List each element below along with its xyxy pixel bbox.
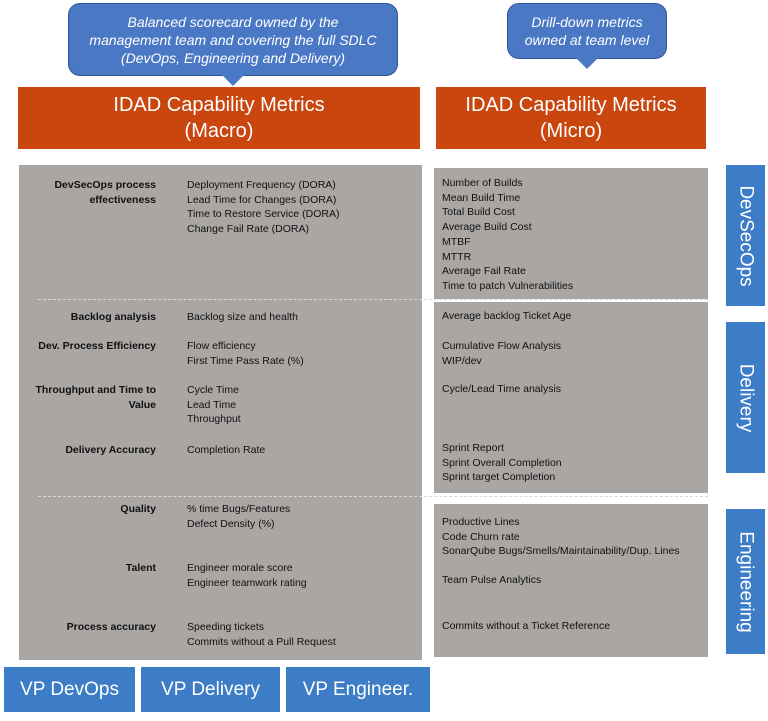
micro-metrics-flow: Cumulative Flow Analysis WIP/dev xyxy=(442,340,562,367)
macro-metrics-throughput: Cycle Time Lead Time Throughput xyxy=(187,384,241,426)
micro-metrics-devsecops: Number of Builds Mean Build Time Total B… xyxy=(442,177,574,292)
side-label-devsecops: DevSecOps xyxy=(726,165,765,306)
macro-metrics-devsecops: Deployment Frequency (DORA) Lead Time fo… xyxy=(187,179,340,236)
micro-devsecops-panel xyxy=(434,168,708,299)
category-label-talent: Talent xyxy=(125,562,156,574)
header-subtitle: (Micro) xyxy=(539,120,603,142)
callout-line: owned at team level xyxy=(524,32,650,48)
header-title: IDAD Capability Metrics xyxy=(465,94,677,116)
scorecard-callout: Balanced scorecard owned by the manageme… xyxy=(68,3,398,76)
macro-metrics-backlog: Backlog size and health xyxy=(187,311,298,323)
vp-devops-box: VP DevOps xyxy=(4,667,135,712)
callout-line: (DevOps, Engineering and Delivery) xyxy=(120,49,346,66)
category-label-quality: Quality xyxy=(120,503,156,515)
category-label-efficiency: Dev. Process Efficiency xyxy=(38,340,156,352)
category-label-devsecops: DevSecOps process effectiveness xyxy=(54,179,156,206)
micro-metrics-backlog: Average backlog Ticket Age xyxy=(442,310,572,322)
micro-metrics-pulse: Team Pulse Analytics xyxy=(442,574,542,586)
section-divider xyxy=(38,496,708,497)
header-title: IDAD Capability Metrics xyxy=(113,94,325,116)
micro-metrics-commits: Commits without a Ticket Reference xyxy=(442,620,611,632)
micro-metrics-code: Productive Lines Code Churn rate SonarQu… xyxy=(442,516,680,558)
micro-engineering-panel xyxy=(434,504,708,657)
macro-metrics-talent: Engineer morale score Engineer teamwork … xyxy=(187,562,307,589)
vp-delivery-box: VP Delivery xyxy=(141,667,280,712)
category-label-backlog: Backlog analysis xyxy=(70,311,156,323)
vp-engineer-box: VP Engineer. xyxy=(286,667,430,712)
macro-header: IDAD Capability Metrics (Macro) xyxy=(18,87,420,149)
category-label-accuracy: Delivery Accuracy xyxy=(65,444,156,456)
macro-metrics-accuracy: Completion Rate xyxy=(187,444,266,456)
macro-metrics-process: Speeding tickets Commits without a Pull … xyxy=(187,621,336,648)
micro-metrics-sprint: Sprint Report Sprint Overall Completion … xyxy=(442,442,562,484)
callout-line: Drill-down metrics xyxy=(531,14,643,30)
section-divider xyxy=(38,299,708,300)
category-label-throughput: Throughput and Time to Value xyxy=(35,384,156,411)
category-label-process: Process accuracy xyxy=(66,621,156,633)
callout-line: management team and covering the full SD… xyxy=(89,31,377,48)
macro-metrics-efficiency: Flow efficiency First Time Pass Rate (%) xyxy=(187,340,304,367)
micro-delivery-panel xyxy=(434,302,708,493)
side-label-engineering: Engineering xyxy=(726,509,765,654)
side-label-delivery: Delivery xyxy=(726,322,765,473)
header-subtitle: (Macro) xyxy=(184,120,254,142)
drilldown-callout: Drill-down metrics owned at team level xyxy=(507,3,667,59)
micro-metrics-cycle: Cycle/Lead Time analysis xyxy=(442,383,562,395)
macro-metrics-quality: % time Bugs/Features Defect Density (%) xyxy=(187,503,291,530)
micro-header: IDAD Capability Metrics (Micro) xyxy=(436,87,706,149)
macro-panel xyxy=(19,165,422,660)
callout-line: Balanced scorecard owned by the xyxy=(127,13,339,30)
